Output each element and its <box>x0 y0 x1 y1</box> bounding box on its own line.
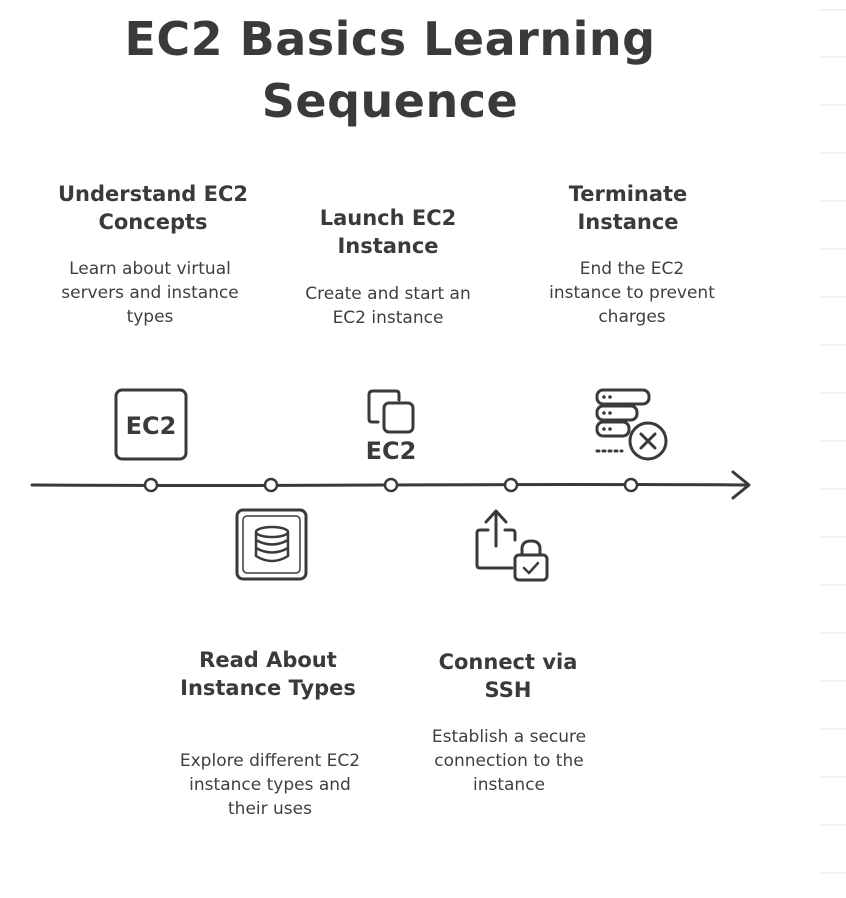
timeline-node-4 <box>503 477 519 493</box>
database-icon <box>235 508 308 581</box>
server-delete-icon <box>595 388 668 461</box>
timeline-node-2 <box>263 477 279 493</box>
ec2-launch-label: EC2 <box>366 437 417 465</box>
step-desc-launch-ec2: Create and start an EC2 instance <box>305 284 471 328</box>
step-title-launch-ec2: Launch EC2 Instance <box>319 206 457 258</box>
step-desc-terminate: End the EC2 instance to prevent charges <box>549 259 715 327</box>
timeline-node-1 <box>143 477 159 493</box>
step-title-connect-ssh: Connect via SSH <box>438 650 578 702</box>
step-title-understand-ec2: Understand EC2 Concepts <box>57 182 248 234</box>
edge-guide-marks <box>820 9 846 874</box>
timeline-node-5 <box>623 477 639 493</box>
timeline-node-3 <box>383 477 399 493</box>
ec2-chip-icon: EC2 <box>114 388 188 461</box>
step-title-read-instance-types: Read About Instance Types <box>180 648 356 700</box>
ec2-chip-label: EC2 <box>126 412 177 440</box>
step-desc-connect-ssh: Establish a secure connection to the ins… <box>431 727 587 795</box>
ec2-copy-icon: EC2 <box>366 389 417 465</box>
share-lock-icon <box>475 509 549 582</box>
page-title: EC2 Basics Learning Sequence <box>124 12 656 128</box>
step-desc-read-instance-types: Explore different EC2 instance types and… <box>179 751 361 819</box>
step-desc-understand-ec2: Learn about virtual servers and instance… <box>61 259 239 327</box>
step-title-terminate: Terminate Instance <box>568 182 688 234</box>
